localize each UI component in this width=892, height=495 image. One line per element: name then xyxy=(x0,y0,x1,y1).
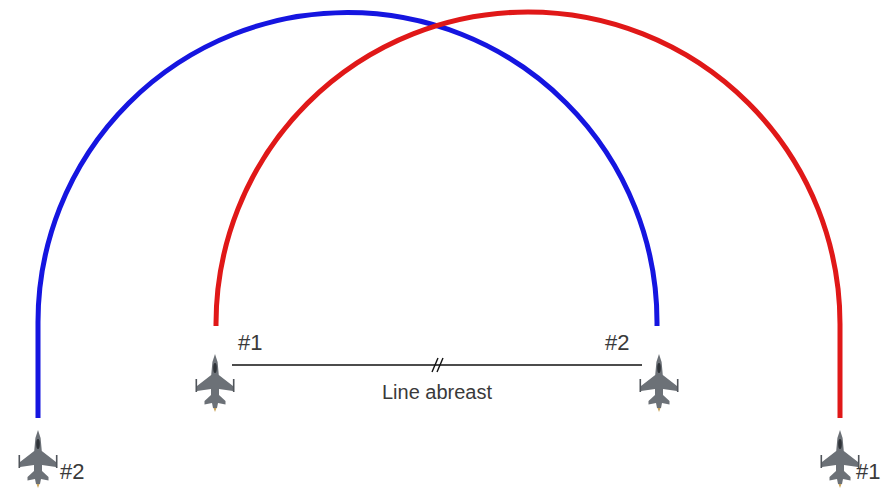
red-turn-path xyxy=(216,12,840,418)
line-abreast-line xyxy=(232,364,642,366)
aircraft-number: #1 xyxy=(856,459,880,484)
aircraft-number: #1 xyxy=(238,330,262,355)
blue-turn-path xyxy=(38,13,657,419)
aircraft-number: #2 xyxy=(605,330,629,355)
formation-label: Line abreast xyxy=(382,381,492,404)
equal-mark xyxy=(437,358,443,372)
fighter-jet xyxy=(19,430,58,488)
equal-mark xyxy=(432,358,438,372)
aircraft-number: #2 xyxy=(60,459,84,484)
fighter-jet xyxy=(196,354,235,412)
fighter-jet xyxy=(821,430,860,488)
fighter-jet xyxy=(640,354,679,412)
